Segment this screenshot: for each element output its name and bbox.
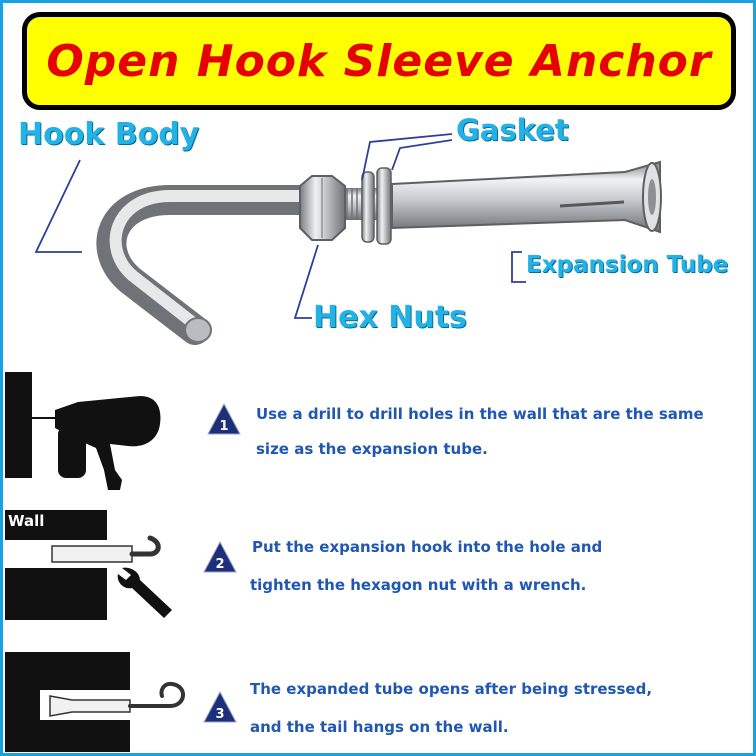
step-2-line-2: tighten the hexagon nut with a wrench. — [250, 576, 587, 594]
wall-label: Wall — [8, 512, 45, 530]
step-3-line-1: The expanded tube opens after being stre… — [250, 680, 653, 698]
step-3-badge: 3 — [203, 690, 237, 723]
step-2-number: 2 — [215, 557, 224, 572]
gasket-shape — [361, 171, 375, 243]
label-hook-body: Hook Body — [18, 117, 200, 152]
step-1-badge: 1 — [207, 402, 241, 435]
step-1-line-2: size as the expansion tube. — [256, 440, 488, 458]
step-3-line-2: and the tail hangs on the wall. — [250, 718, 509, 736]
expanded-anchor-shape — [49, 695, 131, 717]
step-3-number: 3 — [215, 707, 224, 722]
drill-icon — [55, 396, 161, 490]
wall-block-1 — [5, 372, 32, 478]
wrench-icon — [117, 567, 172, 618]
step-1-number: 1 — [219, 419, 228, 434]
label-expansion-tube: Expansion Tube — [526, 252, 729, 278]
wall-anchor-shape — [51, 545, 133, 563]
label-gasket: Gasket — [456, 113, 569, 147]
title-banner: Open Hook Sleeve Anchor — [22, 12, 736, 110]
label-hex-nuts: Hex Nuts — [313, 300, 467, 335]
expansion-tube-shape — [391, 160, 661, 234]
step-1-line-1: Use a drill to drill holes in the wall t… — [256, 405, 704, 423]
step-2-badge: 2 — [203, 540, 237, 573]
page-title: Open Hook Sleeve Anchor — [46, 35, 712, 87]
step-2-line-1: Put the expansion hook into the hole and — [252, 538, 603, 556]
